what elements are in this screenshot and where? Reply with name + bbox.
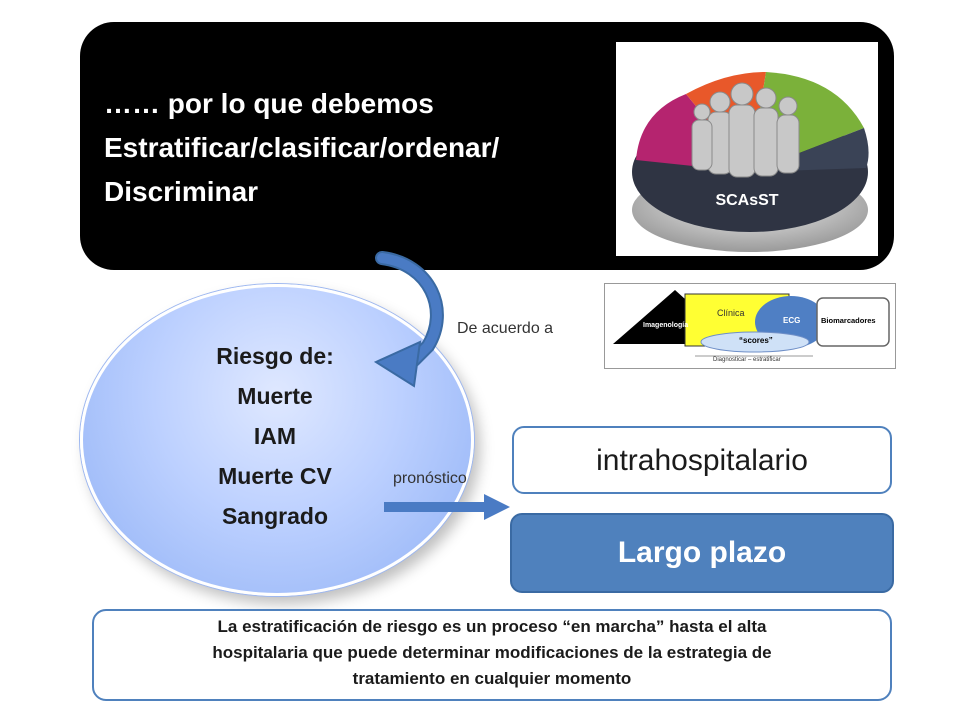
imaging-label: Imagenología <box>643 322 689 329</box>
risk-circle <box>80 284 474 596</box>
prognosis-label: pronóstico <box>393 470 467 487</box>
risk-item: IAM <box>253 423 297 449</box>
clinic-label: Clínica <box>717 308 745 318</box>
scasst-image: SCAsST <box>616 42 878 256</box>
risk-item: Sangrado <box>221 503 329 529</box>
according-label: De acuerdo a <box>457 320 554 337</box>
diagnostic-diagram: Imagenología Clínica ECG Biomarcadores “… <box>604 283 896 369</box>
banner-title: …… por lo que debemos Estratificar/clasi… <box>104 82 604 214</box>
risk-item: Muerte <box>237 383 313 409</box>
ecg-label: ECG <box>783 316 801 325</box>
note-line-1: La estratificación de riesgo es un proce… <box>217 617 767 636</box>
scasst-label: SCAsST <box>715 192 779 209</box>
diagnostic-illustration <box>613 290 890 357</box>
risk-list: Riesgo de: Muerte IAM Muerte CV Sangrado <box>150 336 400 536</box>
right-arrow <box>384 494 510 520</box>
note-line-2: hospitalaria que puede determinar modifi… <box>212 643 772 662</box>
risk-item: Muerte CV <box>218 463 332 489</box>
long-term-box: Largo plazo <box>510 513 894 593</box>
banner-line-3: Discriminar <box>104 176 259 207</box>
note-box <box>92 609 892 701</box>
banner-line-2: Estratificar/clasificar/ordenar/ <box>104 132 500 163</box>
in-hospital-box: intrahospitalario <box>512 426 892 494</box>
curved-arrow <box>373 251 444 388</box>
banner-line-1: …… por lo que debemos <box>104 88 434 119</box>
pie-people-illustration <box>632 72 869 252</box>
diagnostic-caption: Diagnosticar – estratificar <box>713 357 781 363</box>
note-text: La estratificación de riesgo es un proce… <box>92 614 892 692</box>
biomarkers-label: Biomarcadores <box>821 316 876 325</box>
risk-heading: Riesgo de: <box>216 343 334 369</box>
scores-label: “scores” <box>739 336 773 345</box>
note-line-3: tratamiento en cualquier momento <box>352 669 632 688</box>
